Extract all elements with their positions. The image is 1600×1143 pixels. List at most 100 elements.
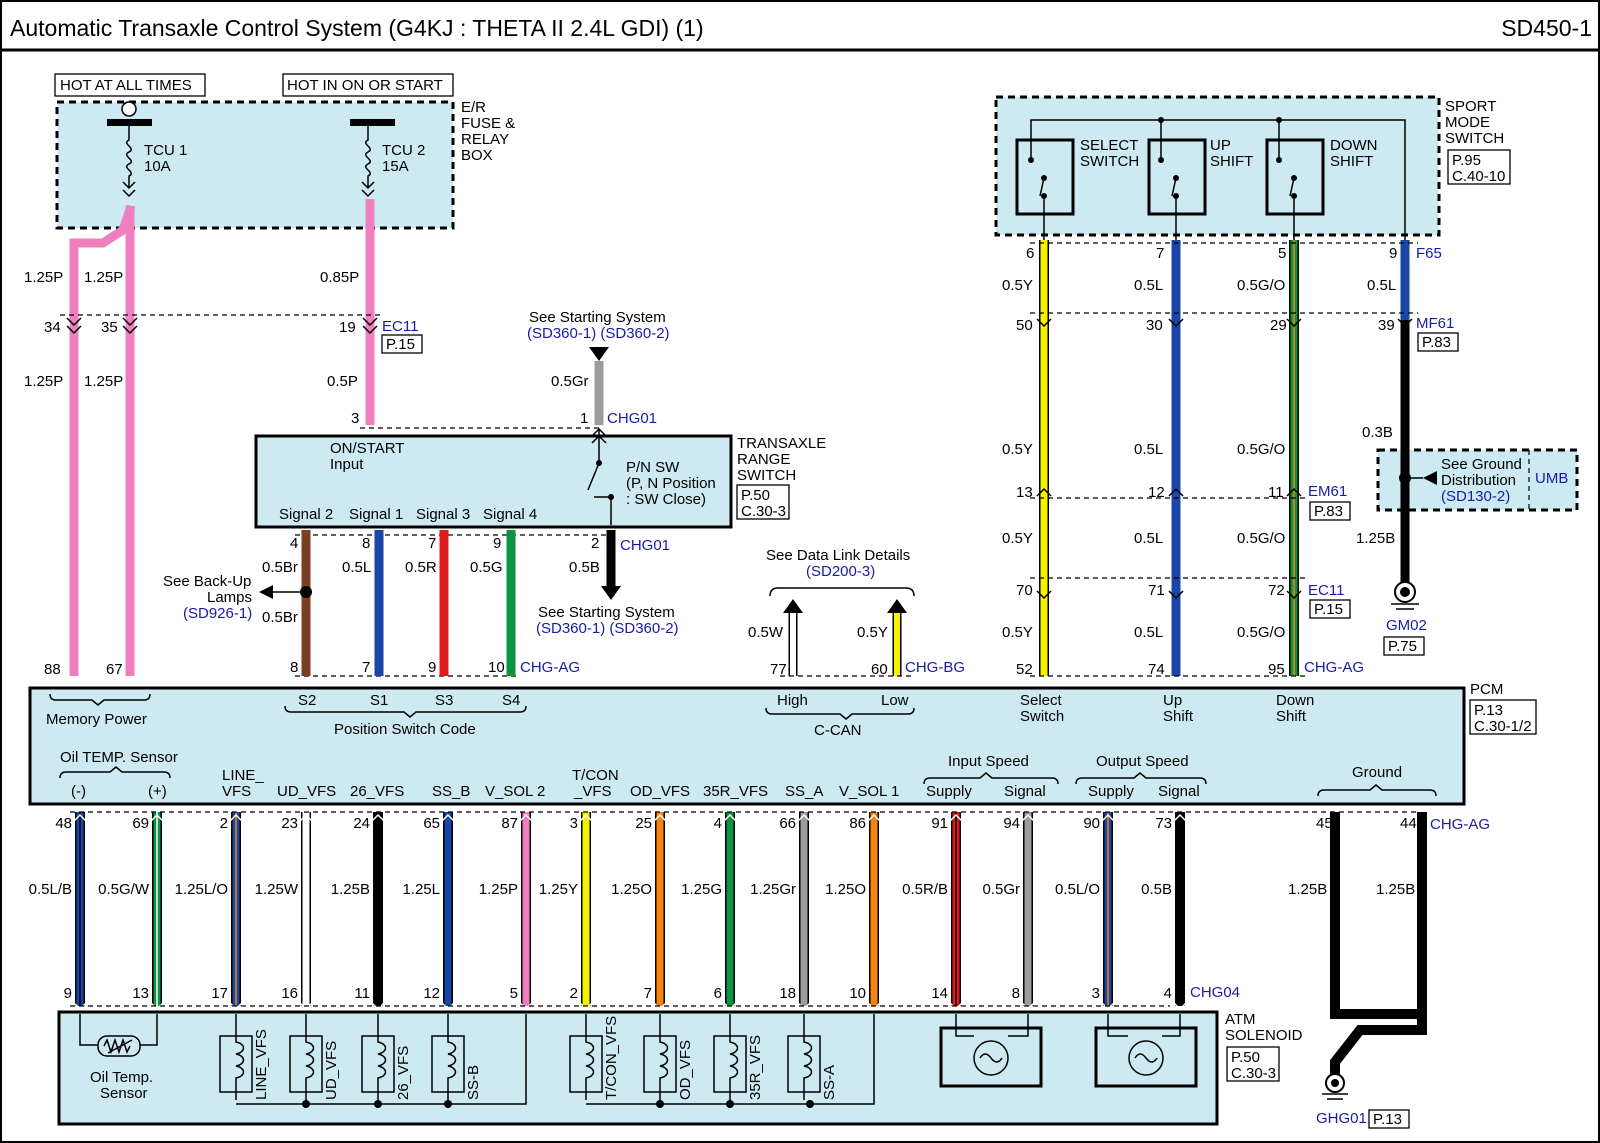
connector-chevron	[1100, 813, 1116, 1011]
coil-label: T/CON_VFS	[603, 1016, 620, 1100]
connector-ec11: EC11	[382, 318, 418, 335]
wire-size-label: 0.5W	[748, 624, 784, 641]
fuse1-symbol	[107, 101, 152, 198]
distribution-label: Distribution	[1441, 472, 1516, 489]
sport-name-1: SPORT	[1445, 98, 1496, 115]
pin-label: 18	[779, 985, 796, 1002]
see-ground-label: See Ground	[1441, 456, 1522, 473]
sd360-link-top[interactable]: (SD360-1) (SD360-2)	[527, 325, 670, 342]
pin-s2: S2	[298, 692, 316, 709]
wire-size-label: 0.5Gr	[551, 373, 589, 390]
connector-chevron	[796, 813, 812, 1011]
v-sol-2-label: V_SOL 2	[485, 783, 545, 800]
pin-s4: S4	[502, 692, 520, 709]
ref-p83: P.83	[1422, 334, 1451, 351]
pcm-box	[28, 686, 1466, 806]
pin-label: 7	[428, 535, 436, 552]
pin-label: 10	[849, 985, 866, 1002]
pin-label: 45	[1316, 815, 1333, 832]
select-label: SELECT	[1080, 137, 1138, 154]
memory-power-wires	[66, 199, 378, 676]
wire-size-label: 0.5L	[342, 559, 371, 576]
pin-label: 34	[44, 319, 61, 336]
wire-size-label: 0.5G/W	[98, 881, 150, 898]
pin-label: 7	[644, 985, 652, 1002]
coil-label: SS-A	[821, 1065, 838, 1100]
pin-label: 8	[362, 535, 370, 552]
sd130-link[interactable]: (SD130-2)	[1441, 488, 1510, 505]
switch-pcm-label: Switch	[1020, 708, 1064, 725]
connector-chevron	[72, 813, 88, 1011]
wire-size-label: 0.5Br	[262, 559, 298, 576]
wire-size-label: 1.25P	[84, 269, 123, 286]
t-con-vfs-label: _VFS	[573, 783, 612, 800]
see-datalink-label: See Data Link Details	[766, 547, 910, 564]
connector-ghg01: GHG01	[1316, 1110, 1367, 1127]
svg-text:0.5L: 0.5L	[1134, 530, 1163, 547]
pin-label: 3	[351, 410, 359, 427]
connector-chg-bg: CHG-BG	[905, 659, 965, 676]
trs-name-3: SWITCH	[737, 467, 796, 484]
wire-size-label: 1.25O	[825, 881, 866, 898]
sd360-link-bottom[interactable]: (SD360-1) (SD360-2)	[536, 620, 679, 637]
coil-label: UD_VFS	[323, 1041, 340, 1100]
svg-text:0.5L: 0.5L	[1134, 624, 1163, 641]
pn-close-label: : SW Close)	[626, 491, 706, 508]
ud-vfs-label: UD_VFS	[277, 783, 336, 800]
svg-text:1.25B: 1.25B	[1356, 530, 1395, 547]
svg-text:72: 72	[1268, 582, 1285, 599]
svg-text:0.5Y: 0.5Y	[1002, 277, 1033, 294]
shift-label: SHIFT	[1210, 153, 1253, 170]
trs-name-2: RANGE	[737, 451, 790, 468]
svg-text:0.3B: 0.3B	[1362, 424, 1393, 441]
signal1-label: Signal 1	[349, 506, 403, 523]
wire-size-label: 1.25P	[24, 269, 63, 286]
output-speed-sensor-symbol	[1094, 1014, 1198, 1088]
select-switch-symbol	[1015, 138, 1075, 240]
minus-label: (-)	[71, 783, 86, 800]
pin-label: 16	[281, 985, 298, 1002]
up-pcm-label: Up	[1163, 692, 1182, 709]
connector-chg-ag: CHG-AG	[1430, 816, 1490, 833]
pin-label: 60	[871, 661, 888, 678]
svg-text:13: 13	[1016, 484, 1033, 501]
sd200-link[interactable]: (SD200-3)	[806, 563, 875, 580]
pin-label: 77	[770, 661, 787, 678]
sensor-name: Sensor	[100, 1085, 148, 1102]
pin-label: 90	[1083, 815, 1100, 832]
pin-label: 48	[55, 815, 72, 832]
sd926-link[interactable]: (SD926-1)	[183, 605, 252, 622]
trs-ref-2: C.30-3	[741, 503, 786, 520]
pin-label: 23	[281, 815, 298, 832]
lamps-label: Lamps	[207, 589, 252, 606]
signal4-label: Signal 4	[483, 506, 537, 523]
sport-name-2: MODE	[1445, 114, 1490, 131]
svg-text:0.5L: 0.5L	[1367, 277, 1396, 294]
hot-at-all-times-label: HOT AT ALL TIMES	[60, 77, 192, 94]
ss-b-label: SS_B	[432, 783, 470, 800]
pin-label: 12	[423, 985, 440, 1002]
fuse-box-name-3: RELAY	[461, 131, 509, 148]
pin-s3: S3	[435, 692, 453, 709]
ref-p83: P.83	[1314, 503, 1343, 520]
position-switch-code-label: Position Switch Code	[334, 721, 476, 738]
svg-text:0.5G/O: 0.5G/O	[1237, 624, 1285, 641]
atm-ref-2: C.30-3	[1231, 1065, 1276, 1082]
svg-text:52: 52	[1016, 661, 1033, 678]
wire-size-label: 1.25L	[402, 881, 440, 898]
wire-size-label: 1.25B	[1288, 881, 1327, 898]
input-speed-label: Input Speed	[948, 753, 1029, 770]
wire-size-label: 1.25P	[24, 373, 63, 390]
see-starting-bottom: See Starting System	[538, 604, 675, 621]
pin-label: 9	[64, 985, 72, 1002]
shift-label: SHIFT	[1330, 153, 1373, 170]
pin-label: 7	[362, 659, 370, 676]
signal2-label: Signal 2	[279, 506, 333, 523]
plus-label: (+)	[148, 783, 167, 800]
svg-text:0.5G/O: 0.5G/O	[1237, 441, 1285, 458]
pcm-ref-2: C.30-1/2	[1474, 718, 1532, 735]
pin-label: 25	[635, 815, 652, 832]
down-shift-switch-symbol	[1265, 138, 1325, 240]
wire-size-label: 1.25B	[1376, 881, 1415, 898]
down-label: DOWN	[1330, 137, 1378, 154]
